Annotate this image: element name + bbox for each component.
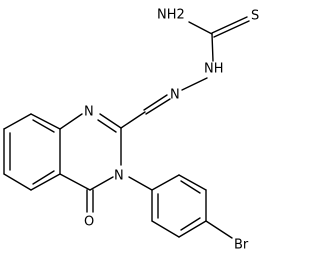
bond-nh-n [181,77,208,91]
bond-ch-c2 [120,111,146,129]
bond-c4-n3 [89,176,114,191]
hydrazone-nh-label: NH [204,62,224,77]
bond-layer [3,16,250,239]
structure-diagram: S NH2 NH N N N O Br [3,8,259,253]
bond-cpara-cm2 [178,220,207,238]
bond-n-ch-1 [145,98,171,115]
bond-cm2-co2 [151,220,180,238]
bond-c8-c7 [3,113,32,130]
bond-c5-c4a [30,173,61,191]
bond-c-nh2 [188,21,213,35]
bond-inner-c5-c4a [32,170,55,185]
ring-n1-label: N [84,105,94,120]
bond-c-s-1 [211,16,248,34]
amine-label: NH2 [157,8,185,23]
bond-n3-cipso [128,176,153,191]
bond-co1-cm1 [178,174,207,191]
bond-cpara-br [205,220,233,239]
bond-c4a-c4 [59,173,91,191]
imine-n-label: N [170,88,180,103]
bond-inner-cpara-cm2 [180,217,201,231]
bond-n1-c8a [59,113,83,130]
bond-c2-n1-1 [99,113,122,129]
carbonyl-oxygen-label: O [84,215,94,230]
bond-c2-n1-2 [97,119,117,133]
bond-cipso-co1 [151,174,180,191]
bond-n-ch-2 [143,94,168,111]
bromine-label: Br [234,238,249,253]
thione-sulfur-label: S [251,9,259,24]
bond-c-s-2 [213,20,250,38]
bond-inner-c8-c8a [32,119,55,133]
atom-label-layer: S NH2 NH N N N O Br [84,8,259,253]
bond-c6-c5 [3,173,32,191]
bond-c-nh [211,33,214,62]
bond-c8a-c8 [30,113,61,130]
ring-n3-label: N [114,169,124,184]
bond-inner-co1-cm1 [180,180,201,194]
